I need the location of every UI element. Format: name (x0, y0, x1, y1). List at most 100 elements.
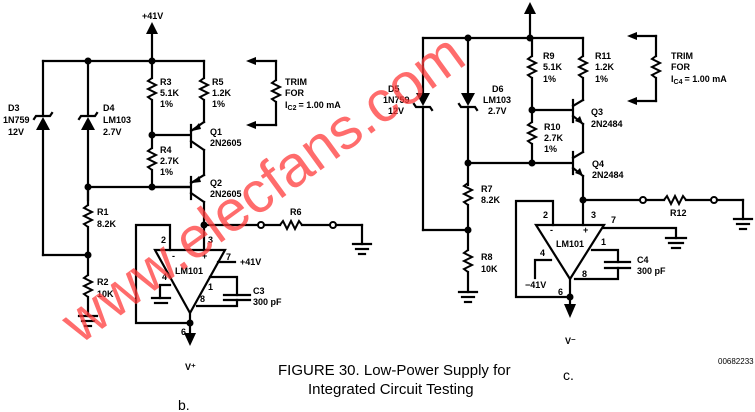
resistor-r3 (145, 77, 159, 101)
output-arrow-icon (564, 304, 576, 318)
r1-value: 8.2K (97, 219, 117, 229)
r11-value: 1.2K (595, 62, 615, 72)
trim-bracket-b (246, 57, 283, 129)
q1-name: Q1 (210, 127, 222, 137)
output-arrow-icon (184, 333, 196, 346)
r10-tol: 1% (544, 144, 557, 154)
r3-value: 5.1K (160, 88, 180, 98)
pin1-b: 1 (208, 282, 213, 292)
r11-tol: 1% (595, 74, 608, 84)
pin6-c: 6 (558, 287, 563, 297)
r12-name: R12 (670, 208, 687, 218)
figure-caption-line1: FIGURE 30. Low-Power Supply for (278, 362, 511, 379)
pin4-c: 4 (540, 248, 545, 258)
pin6-b: 6 (181, 327, 186, 337)
pin7-supply-b: +41V (240, 257, 261, 267)
d3-name: D3 (8, 103, 20, 113)
ground-icon (457, 290, 479, 304)
d6-part: LM103 (483, 95, 511, 105)
resistor-r12 (663, 193, 687, 207)
node-dot (464, 159, 472, 167)
q4-name: Q4 (592, 159, 604, 169)
c3-name: C3 (253, 286, 265, 296)
output-label-c: V⁻ (565, 336, 576, 346)
trim-label-b: TRIM (285, 77, 307, 87)
r5-value: 1.2K (212, 88, 232, 98)
r8-value: 10K (481, 264, 498, 274)
resistor-r2 (81, 274, 95, 298)
r9-tol: 1% (543, 74, 556, 84)
plus-c: + (583, 225, 588, 235)
figure-caption-line2: Integrated Circuit Testing (308, 381, 474, 398)
pin4-supply-c: −41V (525, 280, 546, 290)
r4-name: R4 (160, 145, 172, 155)
r8-name: R8 (481, 252, 493, 262)
pin8-b: 8 (200, 294, 205, 304)
q4-part: 2N2484 (592, 170, 624, 180)
wire (601, 226, 678, 240)
transistor-q1 (150, 120, 206, 152)
r6-name: R6 (290, 207, 302, 217)
zener-diode-d3 (32, 111, 54, 130)
r10-name: R10 (544, 122, 561, 132)
d3-part: 1N759 (3, 115, 30, 125)
transistor-q4 (571, 150, 585, 178)
node-dot (84, 251, 92, 259)
wire (573, 266, 620, 281)
r11-name: R11 (595, 51, 611, 61)
d5-part: 1N759 (383, 95, 410, 105)
c3-value: 300 pF (253, 297, 282, 307)
r2-value: 10K (97, 289, 114, 299)
trim-current-b: IC2= 1.00 mA (285, 100, 341, 112)
wire (195, 298, 239, 308)
resistor-r6 (279, 218, 303, 232)
supply-label-b: +41V (142, 11, 163, 21)
wire (208, 275, 239, 297)
ground-icon (351, 242, 373, 256)
wire (533, 258, 553, 280)
resistor-r7 (461, 182, 475, 206)
q3-part: 2N2484 (591, 119, 623, 129)
pin2-b: 2 (161, 235, 166, 245)
minus-c: - (550, 225, 553, 235)
r9-value: 5.1K (543, 62, 563, 72)
r9-name: R9 (543, 51, 555, 61)
resistor-r10 (525, 121, 539, 145)
trim-label-c: TRIM (671, 51, 693, 61)
c4-name: C4 (637, 255, 649, 265)
pin3-b: 3 (208, 235, 213, 245)
pin7-c: 7 (611, 215, 616, 225)
feedback-wire-c (514, 199, 572, 299)
feedback-wire-b (134, 223, 192, 325)
r1-name: R1 (97, 207, 109, 217)
ground-icon (664, 236, 688, 250)
d5-value: 12V (388, 106, 404, 116)
transistor-q2 (150, 173, 206, 204)
minus-b: - (172, 251, 175, 261)
r2-name: R2 (97, 277, 109, 287)
opamp-name-c: LM101 (556, 239, 584, 249)
resistor-r11 (576, 55, 590, 79)
r4-tol: 1% (160, 167, 173, 177)
d6-name: D6 (492, 84, 504, 94)
d5-name: D5 (388, 84, 400, 94)
transistor-q3 (530, 98, 585, 126)
circuit-b: +41V D3 1N759 12V D4 LM103 2.7V (3, 11, 373, 412)
opamp-lm101-c (534, 223, 606, 282)
r4-value: 2.7K (160, 156, 180, 166)
r5-tol: 1% (212, 99, 225, 109)
zener-diode-d4 (77, 111, 99, 130)
circuit-c: D5 1N759 12V D6 LM103 2.7V R7 8.2K R8 10 (383, 2, 754, 383)
ground-icon (150, 296, 172, 305)
q2-part: 2N2605 (210, 189, 242, 199)
wire (158, 283, 172, 300)
resistor-r8 (461, 249, 475, 273)
resistor-r1 (81, 204, 95, 228)
node-dot (566, 293, 574, 301)
opamp-name-b: LM101 (175, 266, 203, 276)
circuit-c-label: c. (563, 367, 574, 383)
resistor-r9 (525, 55, 539, 79)
trim-current-c: IC4= 1.00 mA (671, 74, 727, 86)
d4-part: LM103 (103, 115, 131, 125)
r7-name: R7 (481, 184, 493, 194)
